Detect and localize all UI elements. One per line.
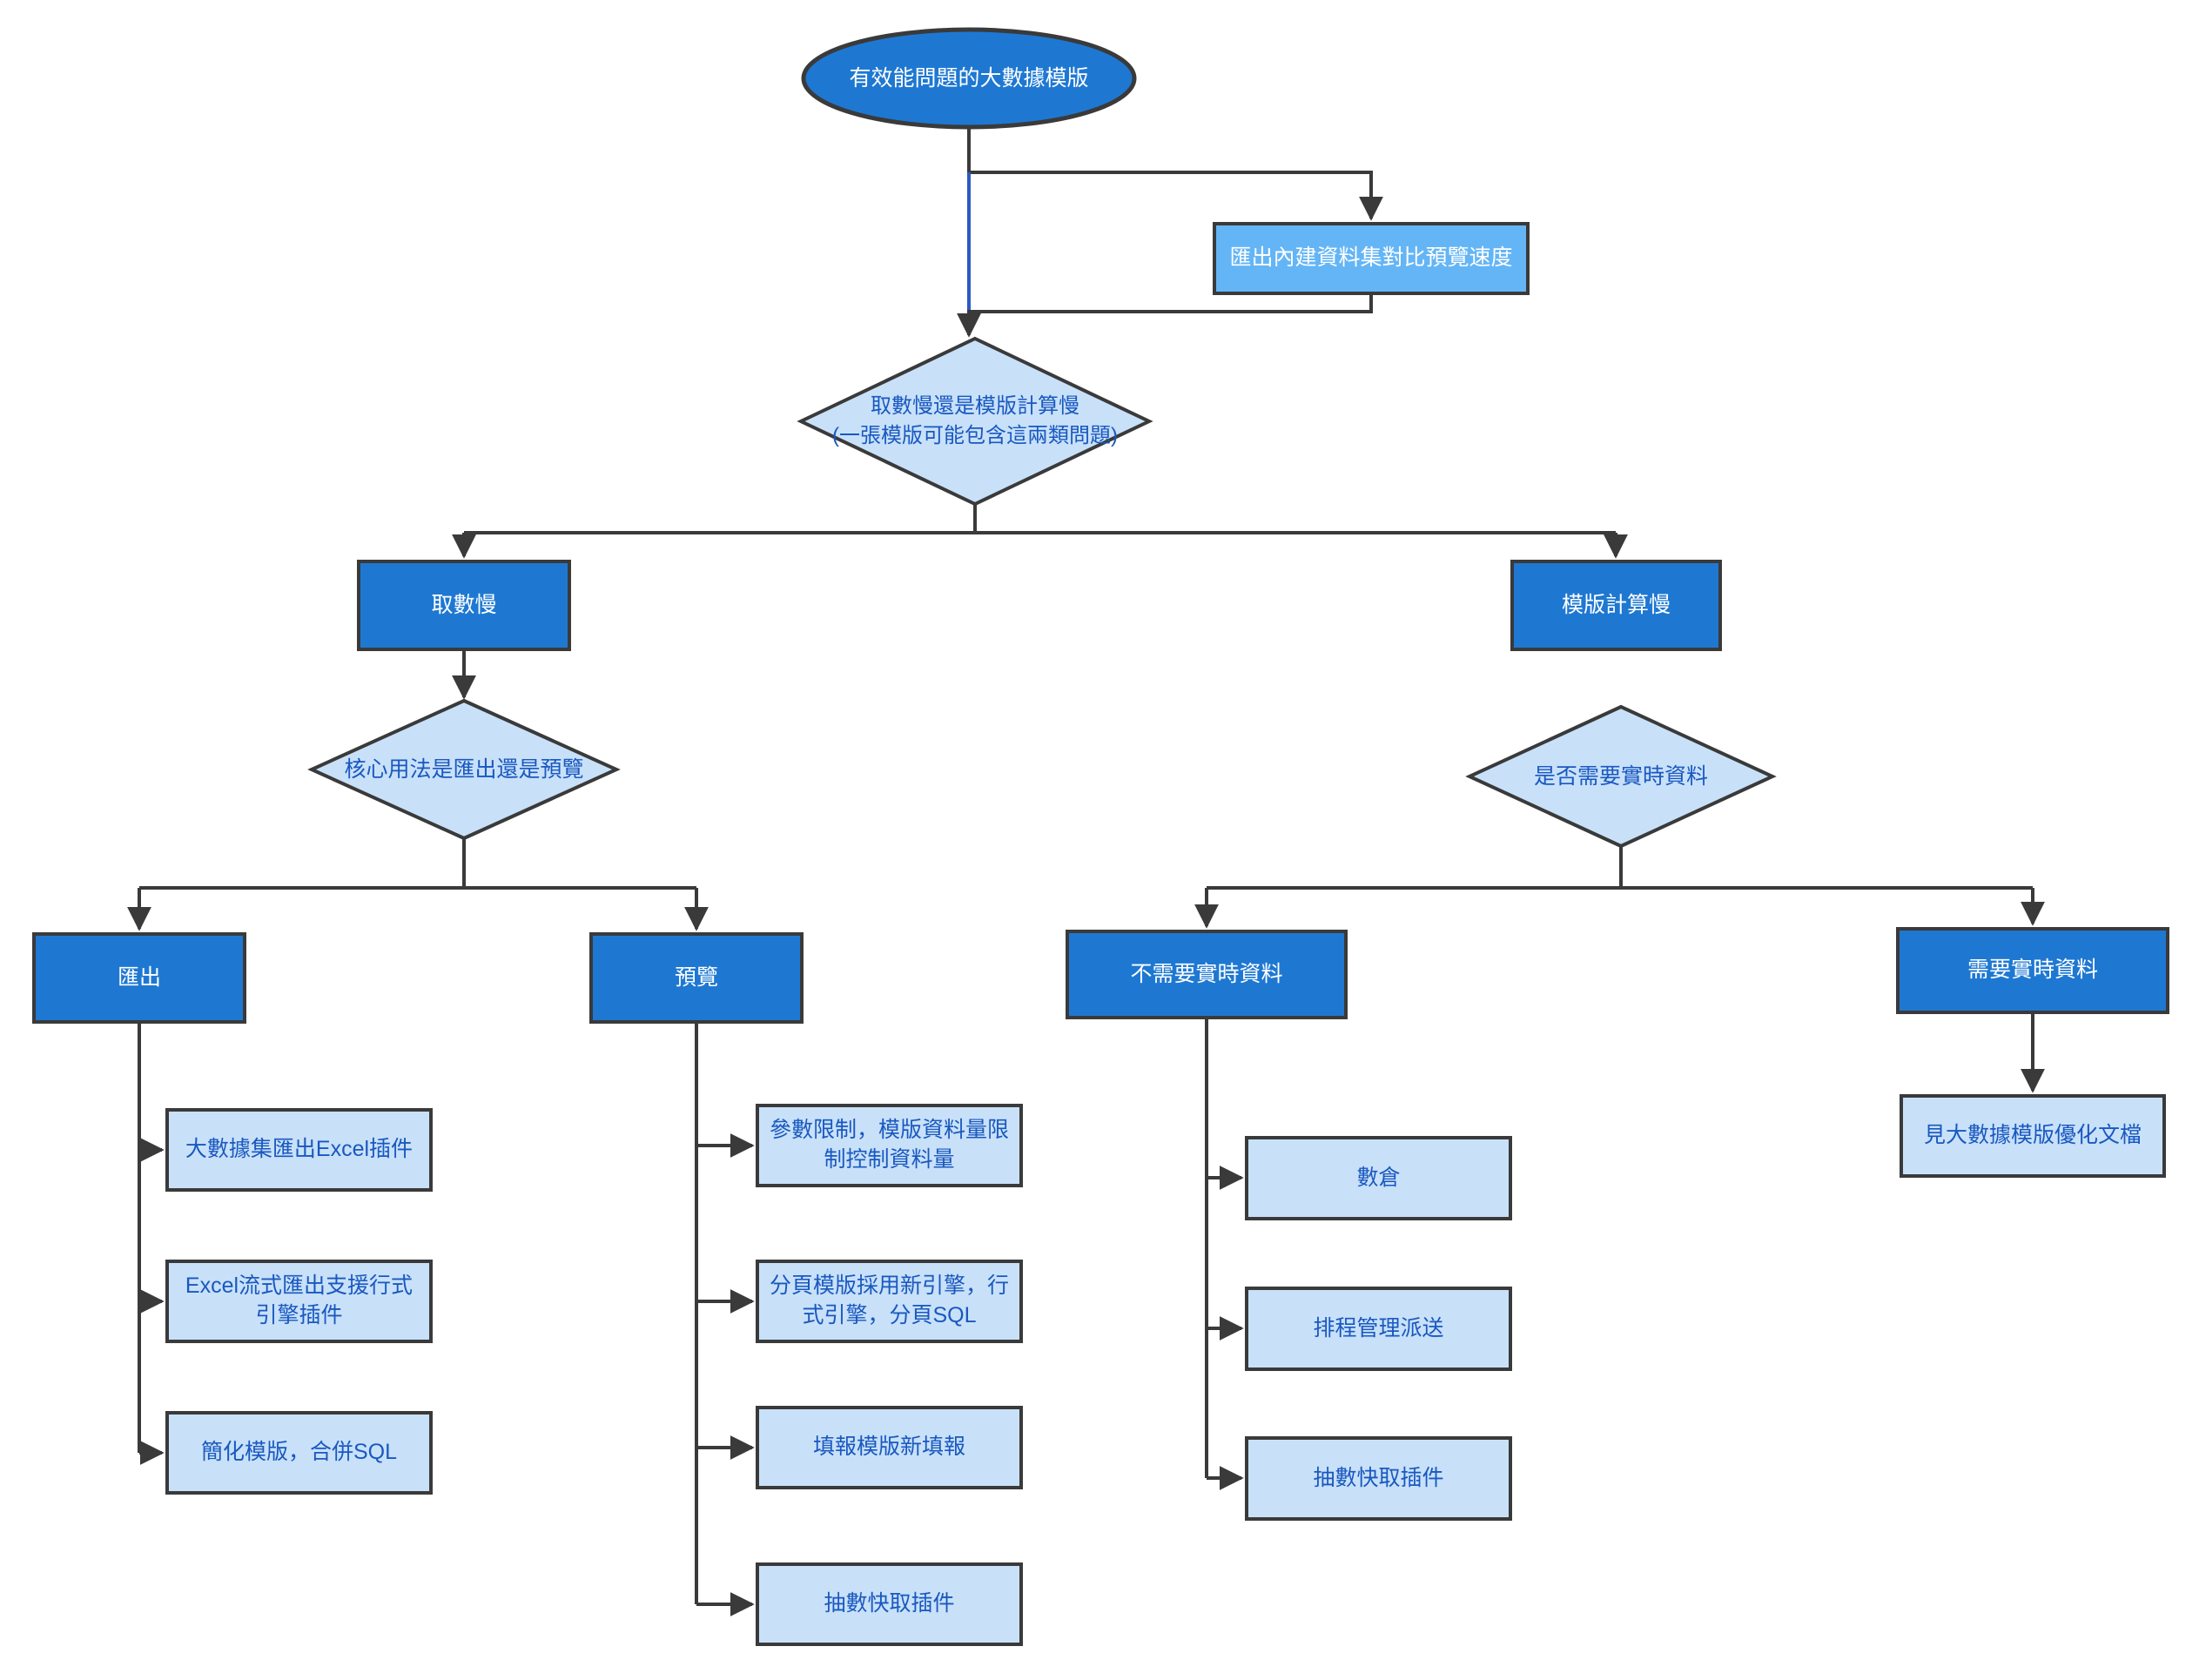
node-fetch-slow-label: 取數慢 bbox=[431, 592, 497, 617]
node-preview-solution-1-label: 參數限制，模版資料量限制控制資料量 bbox=[770, 1118, 1010, 1172]
node-preview[interactable]: 預覽 bbox=[589, 932, 804, 1024]
node-calc-slow[interactable]: 模版計算慢 bbox=[1510, 560, 1722, 651]
node-preview-solution-2-label: 分頁模版採用新引擎，行式引擎，分頁SQL bbox=[770, 1273, 1010, 1327]
node-no-realtime[interactable]: 不需要實時資料 bbox=[1066, 930, 1348, 1019]
node-need-realtime-solution-1[interactable]: 見大數據模版優化文檔 bbox=[1900, 1094, 2166, 1178]
node-calc-slow-label: 模版計算慢 bbox=[1561, 592, 1671, 617]
node-no-realtime-solution-1[interactable]: 數倉 bbox=[1245, 1136, 1512, 1220]
node-need-realtime[interactable]: 需要實時資料 bbox=[1896, 927, 2169, 1014]
node-compare-export-preview-label: 匯出內建資料集對比預覽速度 bbox=[1229, 245, 1513, 271]
node-no-realtime-solution-2[interactable]: 排程管理派送 bbox=[1245, 1287, 1512, 1371]
node-export-solution-2[interactable]: Excel流式匯出支援行式引擎插件 bbox=[165, 1260, 433, 1343]
edge-compare-to-main-decision bbox=[957, 294, 1373, 338]
node-no-realtime-solution-3[interactable]: 抽數快取插件 bbox=[1245, 1436, 1512, 1521]
node-main-decision-shape[interactable] bbox=[797, 336, 1153, 507]
node-preview-label: 預覽 bbox=[674, 964, 718, 990]
node-export-solution-3[interactable]: 簡化模版，合併SQL bbox=[165, 1411, 433, 1495]
node-need-realtime-label: 需要實時資料 bbox=[1967, 958, 2098, 983]
node-preview-solution-1[interactable]: 參數限制，模版資料量限制控制資料量 bbox=[756, 1104, 1023, 1187]
edge-root-to-compare bbox=[967, 127, 1383, 221]
node-export-label: 匯出 bbox=[117, 964, 161, 990]
node-preview-solution-3[interactable]: 填報模版新填報 bbox=[756, 1406, 1023, 1489]
node-export[interactable]: 匯出 bbox=[32, 932, 246, 1024]
node-preview-solution-3-label: 填報模版新填報 bbox=[812, 1435, 965, 1460]
node-no-realtime-label: 不需要實時資料 bbox=[1130, 961, 1283, 986]
node-need-realtime-solution-1-label: 見大數據模版優化文檔 bbox=[1923, 1123, 2142, 1148]
node-root-shape[interactable] bbox=[801, 27, 1137, 130]
node-preview-solution-4[interactable]: 抽數快取插件 bbox=[756, 1562, 1023, 1646]
node-export-solution-2-label: Excel流式匯出支援行式引擎插件 bbox=[185, 1273, 414, 1327]
node-no-realtime-solution-1-label: 數倉 bbox=[1356, 1165, 1401, 1190]
node-preview-solution-4-label: 抽數快取插件 bbox=[824, 1591, 955, 1616]
node-export-solution-1[interactable]: 大數據集匯出Excel插件 bbox=[165, 1108, 433, 1192]
node-realtime-decision-shape[interactable] bbox=[1465, 704, 1777, 849]
node-compare-export-preview[interactable]: 匯出內建資料集對比預覽速度 bbox=[1213, 222, 1530, 295]
node-no-realtime-solution-2-label: 排程管理派送 bbox=[1313, 1315, 1444, 1341]
node-usage-decision-shape[interactable] bbox=[307, 698, 621, 841]
node-export-solution-1-label: 大數據集匯出Excel插件 bbox=[185, 1137, 414, 1162]
node-fetch-slow[interactable]: 取數慢 bbox=[357, 560, 571, 651]
node-no-realtime-solution-3-label: 抽數快取插件 bbox=[1313, 1465, 1444, 1490]
node-preview-solution-2[interactable]: 分頁模版採用新引擎，行式引擎，分頁SQL bbox=[756, 1260, 1023, 1343]
node-export-solution-3-label: 簡化模版，合併SQL bbox=[200, 1440, 398, 1465]
